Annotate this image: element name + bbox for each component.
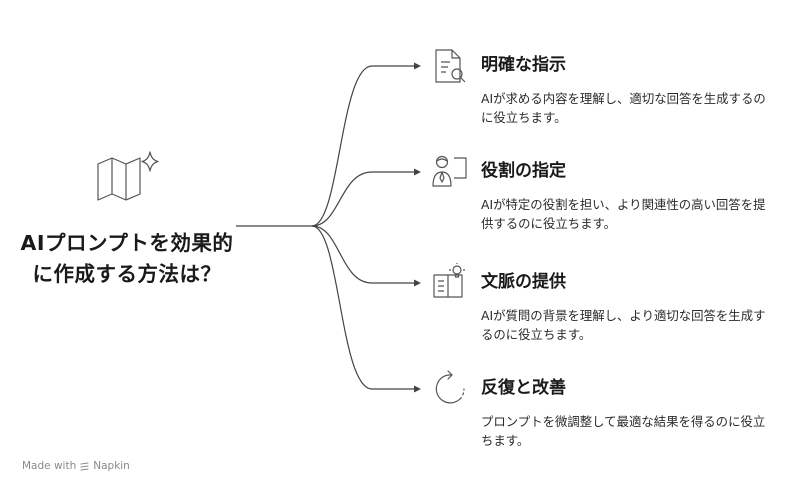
branch-desc-iteration: プロンプトを微調整して最適な結果を得るのに役立ちます。 bbox=[481, 414, 766, 448]
arrowhead-1 bbox=[414, 62, 421, 70]
connector-branch-3 bbox=[311, 225, 414, 284]
book-idea-icon bbox=[433, 263, 465, 298]
person-role-icon bbox=[432, 155, 467, 187]
document-search-icon bbox=[435, 49, 466, 83]
arrowhead-3 bbox=[414, 279, 421, 287]
branch-title-clear-instructions: 明確な指示 bbox=[481, 55, 566, 75]
connector-branch-2 bbox=[311, 171, 414, 227]
branch-title-context: 文脈の提供 bbox=[481, 272, 566, 292]
branch-title-role-assignment: 役割の指定 bbox=[481, 161, 566, 181]
napkin-logo-icon bbox=[80, 461, 89, 471]
watermark: Made with Napkin bbox=[22, 460, 130, 472]
footer-brand: Napkin bbox=[93, 460, 130, 472]
branch-desc-role-assignment: AIが特定の役割を担い、より関連性の高い回答を提供するのに役立ちます。 bbox=[481, 197, 766, 231]
branch-desc-context: AIが質問の背景を理解し、より適切な回答を生成するのに役立ちます。 bbox=[481, 308, 766, 342]
branch-desc-clear-instructions: AIが求める内容を理解し、適切な回答を生成するのに役立ちます。 bbox=[481, 91, 766, 125]
branch-title-iteration: 反復と改善 bbox=[481, 378, 566, 398]
refresh-cycle-icon bbox=[435, 370, 465, 404]
connector-branch-1 bbox=[311, 65, 414, 227]
connector-branch-4 bbox=[311, 225, 414, 390]
arrowhead-4 bbox=[414, 385, 421, 393]
map-sparkle-icon bbox=[97, 151, 159, 201]
footer-label: Made with bbox=[22, 460, 77, 472]
arrowhead-2 bbox=[414, 168, 421, 176]
root-title: AIプロンプトを効果的に作成する方法は？ bbox=[20, 231, 234, 286]
